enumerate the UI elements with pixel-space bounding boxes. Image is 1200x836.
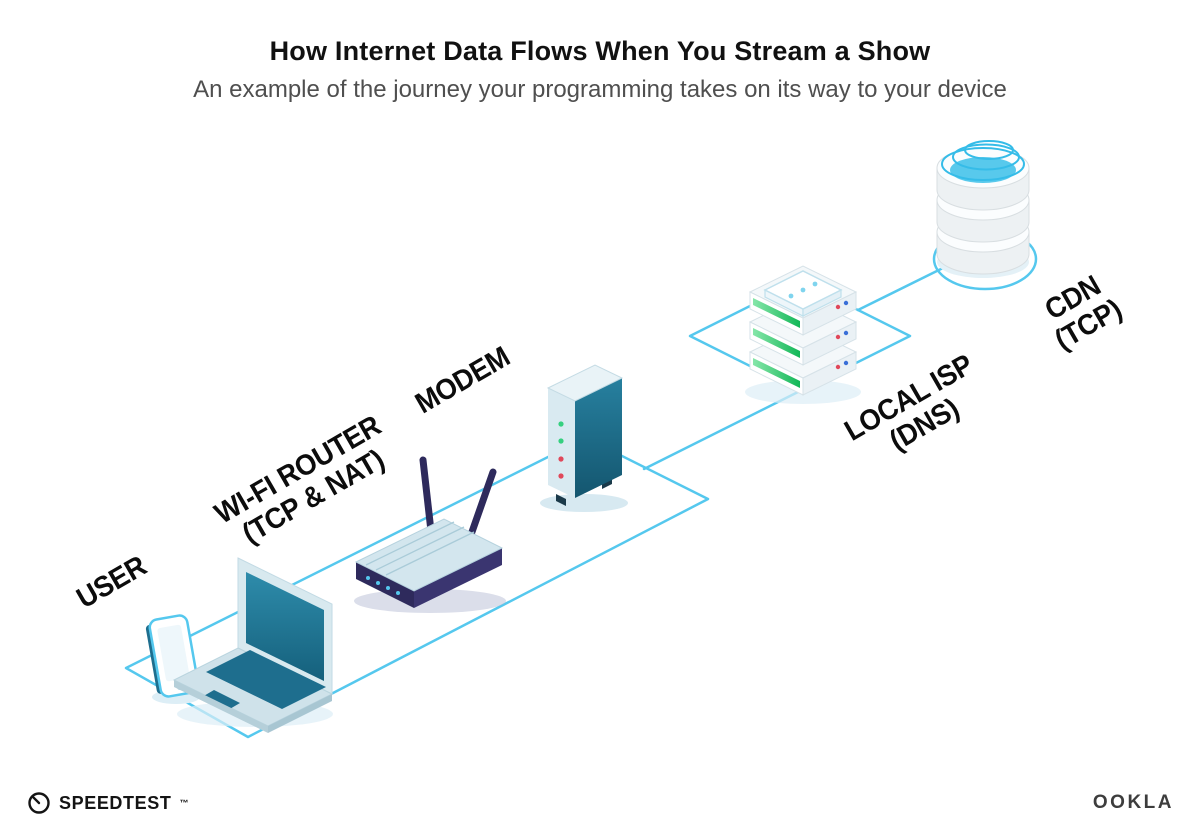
phone-screen [157, 624, 190, 682]
speedtest-gauge-icon [28, 792, 50, 814]
flow-link-modem-to-isp [642, 389, 802, 471]
modem-foot-left [556, 494, 566, 506]
modem-top [546, 364, 624, 402]
router-front-right [414, 548, 502, 608]
speedtest-trademark: ™ [179, 798, 189, 808]
speedtest-wordmark: SPEEDTEST [59, 792, 172, 813]
speedtest-logo: SPEEDTEST ™ [26, 790, 188, 816]
server-stripe [753, 298, 800, 328]
laptop-keyboard [206, 650, 326, 709]
laptop-base-edge [174, 680, 268, 733]
modem-illustration [540, 364, 628, 512]
modem-face-right [575, 378, 622, 498]
page-title: How Internet Data Flows When You Stream … [269, 36, 931, 66]
user-laptop-illustration [172, 557, 334, 733]
modem-leds [558, 421, 564, 479]
cdn-swirl [941, 140, 1025, 183]
router-top [354, 518, 504, 592]
laptop-base-edge-right [268, 694, 332, 733]
isp-server-illustration [745, 265, 861, 404]
cdn-database-illustration [936, 140, 1030, 278]
laptop-screen [246, 572, 324, 681]
modem-shadow [540, 494, 628, 512]
server-stripe [753, 358, 800, 388]
laptop-touchpad [202, 690, 240, 710]
wifi-router-illustration [354, 456, 506, 613]
ookla-logo: OOKLA [1093, 792, 1174, 814]
page-subtitle: An example of the journey your programmi… [193, 76, 1007, 103]
isp-server-cap [763, 270, 843, 317]
ookla-wordmark: OOKLA [1092, 792, 1174, 813]
header: How Internet Data Flows When You Stream … [0, 36, 1200, 104]
router-leds [366, 576, 400, 595]
flow-link-isp-to-cdn [856, 264, 949, 312]
router-front-left [356, 562, 414, 608]
router-vents [365, 521, 475, 576]
server-stripe [753, 328, 800, 358]
